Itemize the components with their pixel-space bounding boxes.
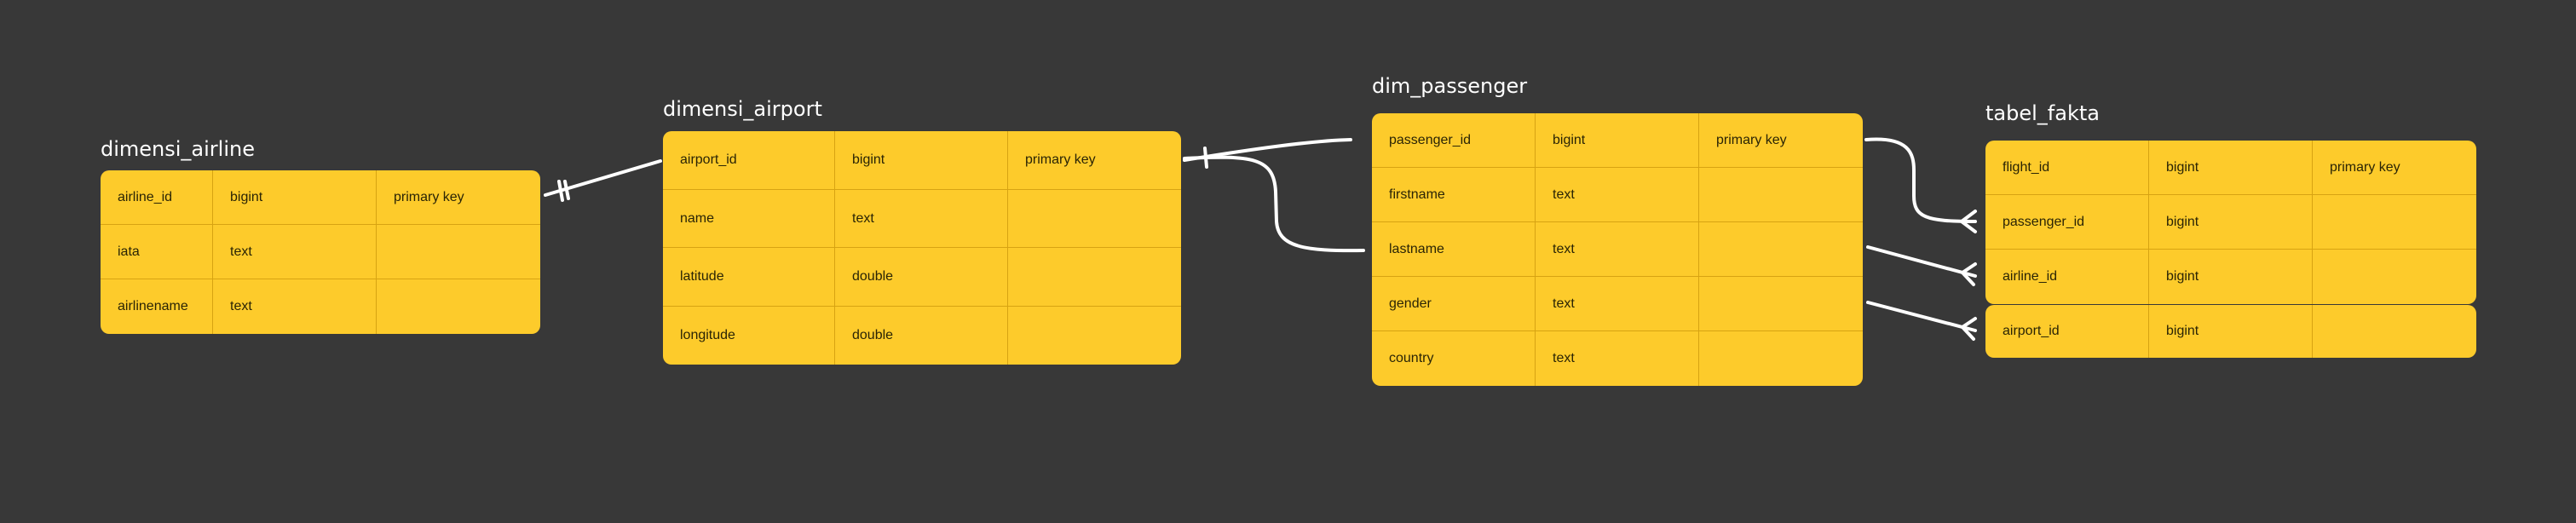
table-row[interactable]: passenger_id bigint [1985, 195, 2476, 250]
column-name: passenger_id [1985, 195, 2149, 249]
column-constraint [377, 279, 540, 334]
column-constraint [1699, 168, 1863, 221]
column-name: flight_id [1985, 141, 2149, 194]
column-type: bigint [213, 170, 377, 224]
table-row[interactable]: longitude double [663, 307, 1181, 365]
table-row[interactable]: airport_id bigint [1985, 305, 2476, 358]
column-constraint [377, 225, 540, 279]
column-type: text [1536, 222, 1699, 276]
column-name: airlinename [101, 279, 213, 334]
column-name: country [1372, 331, 1536, 386]
table-row[interactable]: airline_id bigint primary key [101, 170, 540, 225]
column-constraint: primary key [394, 189, 464, 204]
table-row[interactable]: airlinename text [101, 279, 540, 334]
column-constraint [1008, 307, 1181, 365]
column-type: bigint [2149, 305, 2313, 358]
table-row[interactable]: lastname text [1372, 222, 1863, 277]
column-constraint [1699, 222, 1863, 276]
column-name: latitude [663, 248, 835, 306]
table-body-detached-row: airport_id bigint [1985, 305, 2476, 358]
table-title: dimensi_airport [663, 97, 822, 121]
column-constraint [1699, 331, 1863, 386]
column-name: gender [1372, 277, 1536, 330]
column-constraint [1699, 277, 1863, 330]
connector-airline-airport-tick2 [563, 180, 570, 200]
table-row[interactable]: name text [663, 190, 1181, 248]
connector-passenger-fakta-crowfoot-c1 [1961, 317, 1977, 329]
column-constraint [1008, 190, 1181, 247]
column-constraint [2313, 250, 2476, 304]
connector-airline-airport [544, 159, 662, 197]
table-row[interactable]: airline_id bigint [1985, 250, 2476, 304]
table-row[interactable]: country text [1372, 331, 1863, 386]
column-type: bigint [2149, 195, 2313, 249]
column-type: text [1536, 277, 1699, 330]
column-name: airport_id [663, 131, 835, 189]
table-title: dimensi_airline [101, 137, 255, 161]
column-type: double [835, 307, 1008, 365]
table-row[interactable]: airport_id bigint primary key [663, 131, 1181, 190]
connector-passenger-fakta-crowfoot-a1 [1960, 210, 1977, 223]
table-title: dim_passenger [1372, 74, 1528, 98]
column-type: text [213, 279, 377, 334]
column-type: text [1536, 168, 1699, 221]
column-type: text [213, 225, 377, 279]
column-constraint: primary key [2330, 159, 2400, 175]
table-row[interactable]: latitude double [663, 248, 1181, 307]
column-constraint [2313, 305, 2476, 358]
table-body: airport_id bigint primary key name text … [663, 131, 1181, 365]
table-title: tabel_fakta [1985, 101, 2100, 125]
column-type: bigint [835, 131, 1008, 189]
table-row[interactable]: passenger_id bigint primary key [1372, 113, 1863, 168]
connector-passenger-fakta-airportid [1866, 301, 1977, 332]
column-name: airport_id [1985, 305, 2149, 358]
column-type: text [835, 190, 1008, 247]
connector-passenger-fakta-crowfoot-a2 [1960, 220, 1977, 233]
table-body: flight_id bigint primary key passenger_i… [1985, 141, 2476, 304]
table-row[interactable]: iata text [101, 225, 540, 279]
column-type: double [835, 248, 1008, 306]
column-constraint: primary key [1025, 152, 1096, 167]
column-name: iata [101, 225, 213, 279]
column-constraint [2313, 195, 2476, 249]
column-name: airline_id [1985, 250, 2149, 304]
connector-airport-passenger-lower [1183, 155, 1365, 253]
table-row[interactable]: flight_id bigint primary key [1985, 141, 2476, 195]
connector-airline-airport-tick [557, 180, 564, 202]
connector-passenger-fakta-crowfoot-b1 [1961, 262, 1977, 274]
column-type: bigint [2149, 141, 2313, 194]
column-name: airline_id [101, 170, 213, 224]
connector-passenger-fakta-passengerid [1864, 137, 1977, 223]
column-constraint [1008, 248, 1181, 306]
table-body: passenger_id bigint primary key firstnam… [1372, 113, 1863, 386]
column-type: text [1536, 331, 1699, 386]
connector-passenger-fakta-crowfoot-c2 [1961, 325, 1975, 341]
column-constraint: primary key [1716, 132, 1787, 147]
column-name: longitude [663, 307, 835, 365]
connector-passenger-fakta-crowfoot-b2 [1961, 271, 1975, 286]
column-name: passenger_id [1372, 113, 1536, 167]
column-name: lastname [1372, 222, 1536, 276]
column-name: name [663, 190, 835, 247]
table-row[interactable]: gender text [1372, 277, 1863, 331]
column-type: bigint [1536, 113, 1699, 167]
table-body: airline_id bigint primary key iata text … [101, 170, 540, 334]
column-type: bigint [2149, 250, 2313, 304]
column-name: firstname [1372, 168, 1536, 221]
table-row[interactable]: firstname text [1372, 168, 1863, 222]
connector-passenger-fakta-airlineid [1866, 245, 1977, 278]
